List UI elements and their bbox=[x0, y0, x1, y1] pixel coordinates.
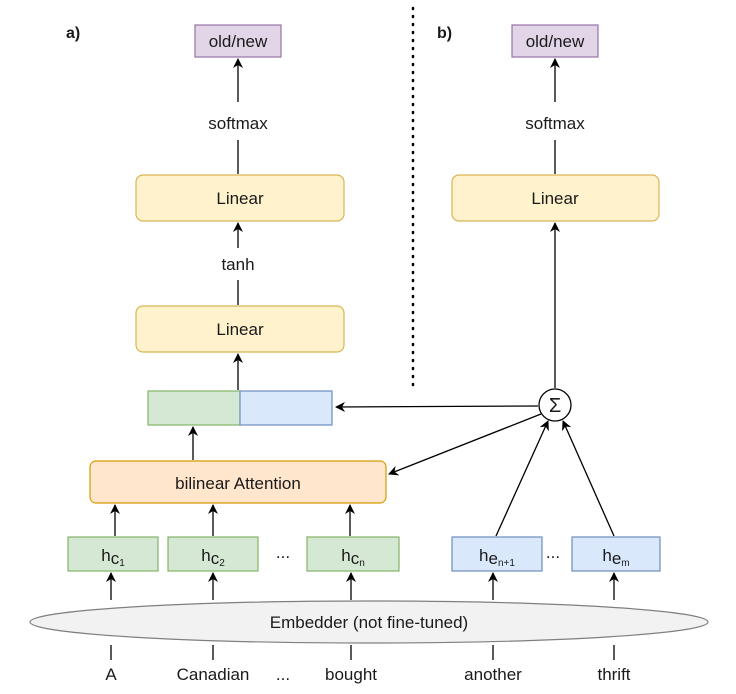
arrow-entity1-sum bbox=[495, 420, 549, 537]
word-another: another bbox=[464, 665, 522, 684]
context-token-label-n: hcn bbox=[341, 546, 365, 569]
right-softmax-label: softmax bbox=[525, 114, 585, 133]
entity-token-box-m bbox=[571, 536, 661, 572]
left-linear-top-box bbox=[135, 174, 345, 222]
left-linear-bottom-box bbox=[135, 305, 345, 353]
word-ellipsis: ... bbox=[276, 665, 290, 684]
entity-token-label-n1: hen+1 bbox=[479, 546, 515, 569]
right-linear-box bbox=[451, 174, 660, 222]
context-token-box-2 bbox=[167, 536, 259, 572]
right-output-label: old/new bbox=[526, 32, 585, 51]
context-token-label-1: hc1 bbox=[101, 546, 125, 569]
left-tanh-label: tanh bbox=[221, 255, 254, 274]
attention-label: bilinear Attention bbox=[175, 474, 301, 493]
sum-symbol: Σ bbox=[549, 395, 561, 417]
embedder-ellipse bbox=[29, 600, 709, 644]
arrow-sum-concat bbox=[335, 401, 539, 412]
context-token-box-1 bbox=[67, 536, 159, 572]
panel-a-label: a) bbox=[66, 25, 80, 42]
context-token-label-2: hc2 bbox=[201, 546, 225, 569]
concat-blue-part bbox=[239, 390, 333, 426]
panel-b-label: b) bbox=[437, 25, 452, 42]
arrow-entitym-sum bbox=[562, 420, 615, 537]
concat-green-part bbox=[147, 390, 241, 426]
context-ellipsis: ... bbox=[276, 543, 290, 562]
right-output-box bbox=[511, 24, 599, 58]
embedder-label: Embedder (not fine-tuned) bbox=[270, 613, 468, 632]
entity-token-box-n1 bbox=[451, 536, 543, 572]
right-linear-label: Linear bbox=[531, 189, 579, 208]
sum-node bbox=[538, 388, 572, 422]
left-softmax-label: softmax bbox=[208, 114, 268, 133]
word-bought: bought bbox=[325, 665, 377, 684]
attention-box bbox=[89, 460, 387, 504]
left-linear-bottom-label: Linear bbox=[216, 320, 264, 339]
word-canadian: Canadian bbox=[177, 665, 250, 684]
arrow-sum-attention bbox=[388, 413, 542, 476]
entity-ellipsis: ... bbox=[546, 543, 560, 562]
context-token-box-n bbox=[306, 536, 400, 572]
left-linear-top-label: Linear bbox=[216, 189, 264, 208]
left-output-label: old/new bbox=[209, 32, 268, 51]
word-a: A bbox=[105, 665, 117, 684]
entity-token-label-m: hem bbox=[602, 546, 629, 569]
word-thrift: thrift bbox=[597, 665, 630, 684]
left-output-box bbox=[194, 24, 282, 58]
